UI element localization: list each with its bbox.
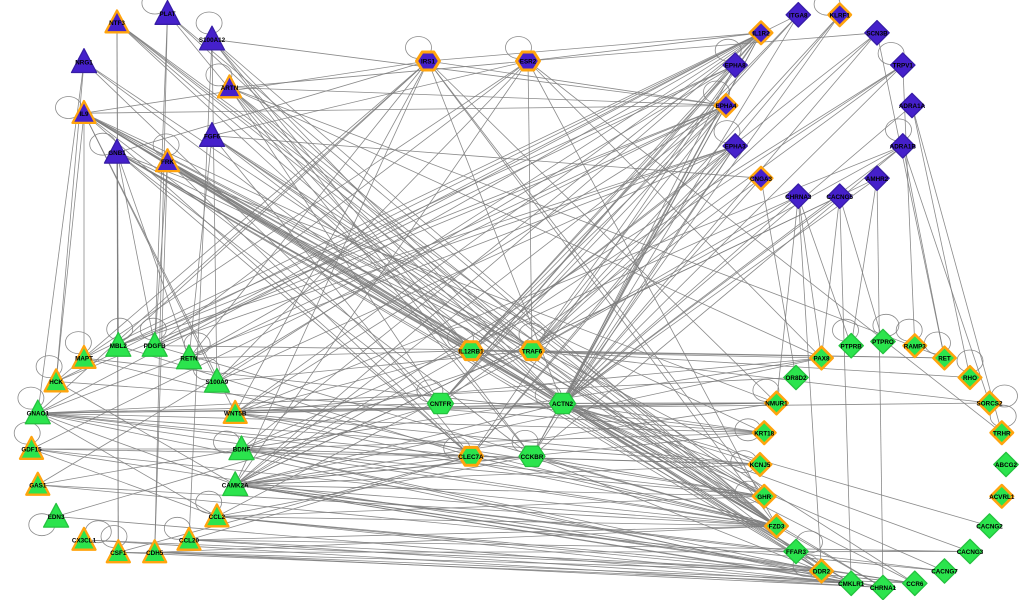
svg-text:RHO: RHO bbox=[963, 375, 977, 382]
svg-text:ITGA8: ITGA8 bbox=[789, 12, 808, 19]
svg-text:TRHR: TRHR bbox=[993, 430, 1011, 437]
svg-text:KCNJ5: KCNJ5 bbox=[750, 462, 771, 469]
svg-text:FZD3: FZD3 bbox=[769, 524, 785, 531]
svg-text:CCR6: CCR6 bbox=[906, 581, 924, 588]
svg-text:RET: RET bbox=[938, 356, 951, 363]
svg-text:CACNG2: CACNG2 bbox=[976, 524, 1003, 531]
svg-text:PDGFB: PDGFB bbox=[144, 343, 166, 350]
svg-text:IL9: IL9 bbox=[79, 111, 89, 118]
svg-text:AMHR2: AMHR2 bbox=[866, 176, 889, 183]
svg-text:SORCS2: SORCS2 bbox=[977, 401, 1003, 408]
svg-text:CMKLR1: CMKLR1 bbox=[838, 581, 865, 588]
svg-text:FFAR3: FFAR3 bbox=[786, 549, 806, 556]
svg-text:RAMP3: RAMP3 bbox=[904, 343, 927, 350]
svg-text:ARTN: ARTN bbox=[221, 85, 239, 92]
svg-text:NMUR1: NMUR1 bbox=[765, 401, 788, 408]
svg-text:FRK: FRK bbox=[161, 159, 174, 166]
svg-text:GHR: GHR bbox=[757, 494, 771, 501]
svg-text:ADRA1B: ADRA1B bbox=[890, 144, 917, 151]
svg-text:EPHA4: EPHA4 bbox=[716, 103, 737, 110]
svg-text:CX3CL1: CX3CL1 bbox=[72, 538, 97, 545]
svg-text:WNT5B: WNT5B bbox=[224, 411, 247, 418]
svg-text:ABCG2: ABCG2 bbox=[995, 462, 1018, 469]
svg-text:IL12RB1: IL12RB1 bbox=[458, 348, 484, 355]
svg-text:RETN: RETN bbox=[180, 356, 198, 363]
svg-text:CACNG5: CACNG5 bbox=[826, 194, 853, 201]
svg-text:S100A9: S100A9 bbox=[206, 379, 229, 386]
svg-text:HCK: HCK bbox=[49, 379, 63, 386]
svg-text:PTPRO: PTPRO bbox=[872, 339, 894, 346]
svg-text:CCL2: CCL2 bbox=[209, 514, 226, 521]
svg-text:IRS1: IRS1 bbox=[421, 59, 435, 66]
svg-text:SCN3B: SCN3B bbox=[866, 30, 888, 37]
svg-text:PTPRB: PTPRB bbox=[841, 343, 863, 350]
svg-text:GNAO1: GNAO1 bbox=[27, 411, 50, 418]
svg-text:DDR2: DDR2 bbox=[813, 569, 831, 576]
svg-text:CNTFR: CNTFR bbox=[430, 401, 452, 408]
svg-text:MBL2: MBL2 bbox=[110, 343, 128, 350]
svg-text:IL1R2: IL1R2 bbox=[752, 30, 770, 37]
svg-text:CAMK2A: CAMK2A bbox=[222, 483, 249, 490]
svg-text:TRAF6: TRAF6 bbox=[522, 348, 543, 355]
svg-text:CDH5: CDH5 bbox=[146, 550, 164, 557]
svg-text:MAPT: MAPT bbox=[75, 356, 93, 363]
svg-text:ADRA1A: ADRA1A bbox=[899, 103, 926, 110]
svg-text:NTF3: NTF3 bbox=[109, 20, 125, 27]
svg-text:CCKBR: CCKBR bbox=[521, 454, 544, 461]
svg-text:EPHA3: EPHA3 bbox=[725, 144, 746, 151]
svg-text:PLAT: PLAT bbox=[160, 11, 176, 18]
svg-text:GNB1: GNB1 bbox=[108, 150, 126, 157]
svg-text:CLEC7A: CLEC7A bbox=[458, 454, 484, 461]
svg-text:GDF15: GDF15 bbox=[21, 447, 42, 454]
svg-text:CHRNA1: CHRNA1 bbox=[870, 585, 897, 592]
svg-text:CACNG3: CACNG3 bbox=[957, 549, 984, 556]
svg-text:EDN3: EDN3 bbox=[48, 514, 65, 521]
svg-text:KLRF1: KLRF1 bbox=[830, 12, 851, 19]
svg-text:ESR2: ESR2 bbox=[520, 59, 537, 66]
svg-text:EPHA8: EPHA8 bbox=[725, 63, 746, 70]
svg-text:ACTN2: ACTN2 bbox=[552, 401, 573, 408]
svg-text:CNGA3: CNGA3 bbox=[750, 176, 773, 183]
svg-text:NRG1: NRG1 bbox=[75, 59, 93, 66]
svg-text:CSF1: CSF1 bbox=[110, 550, 127, 557]
svg-text:BDNF: BDNF bbox=[233, 447, 251, 454]
svg-text:CACNG7: CACNG7 bbox=[931, 569, 958, 576]
svg-text:GAS1: GAS1 bbox=[29, 483, 47, 490]
svg-text:FGF6: FGF6 bbox=[204, 133, 221, 140]
svg-text:TRPV1: TRPV1 bbox=[893, 63, 914, 70]
svg-text:S100A12: S100A12 bbox=[199, 37, 226, 44]
svg-text:PAX8: PAX8 bbox=[814, 356, 830, 363]
svg-text:CHRNA3: CHRNA3 bbox=[785, 194, 812, 201]
svg-text:CCL20: CCL20 bbox=[179, 538, 199, 545]
svg-text:KRT18: KRT18 bbox=[754, 430, 774, 437]
svg-text:ACVRL1: ACVRL1 bbox=[989, 494, 1015, 501]
svg-text:OR8D2: OR8D2 bbox=[786, 375, 807, 382]
